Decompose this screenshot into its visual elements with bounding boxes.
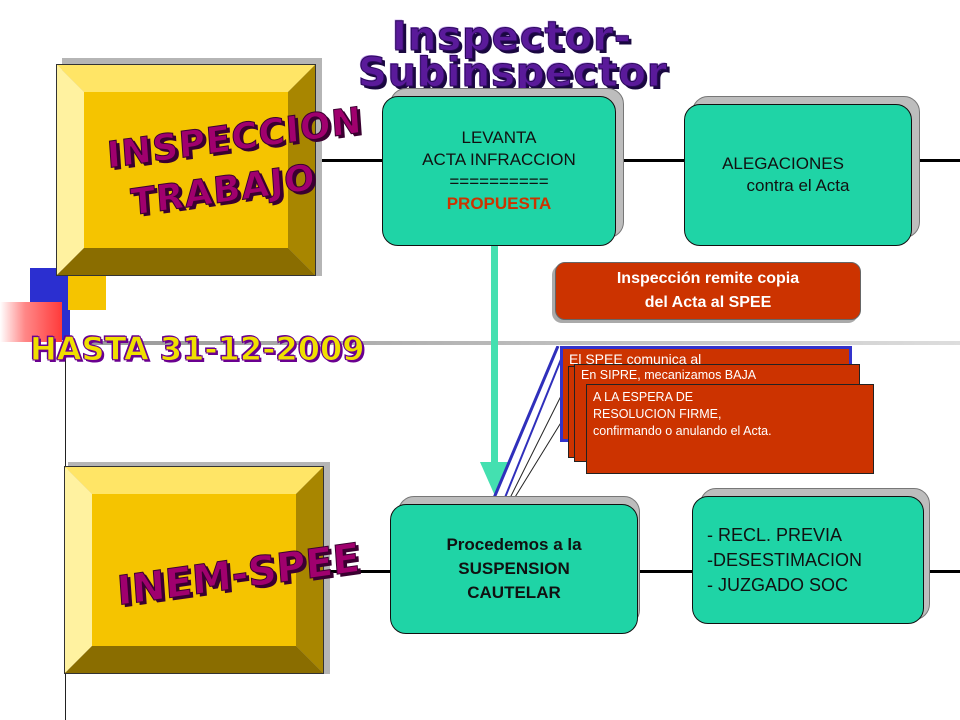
top-connector-3: [912, 159, 960, 162]
acta-line4: PROPUESTA: [446, 194, 552, 213]
suspension-line1: Procedemos a la: [446, 535, 582, 554]
decor-red-square: [0, 302, 62, 342]
suspension-line3: CAUTELAR: [467, 583, 561, 602]
bottom-connector-1: [322, 570, 392, 573]
remite-box: Inspección remite copia del Acta al SPEE: [555, 262, 861, 320]
alegaciones-line2: contra el Acta: [746, 176, 850, 195]
remite-line1: Inspección remite copia: [616, 270, 800, 287]
acta-box: LEVANTA ACTA INFRACCION ========== PROPU…: [382, 96, 616, 246]
inspeccion-box: [56, 64, 316, 276]
recl-line1: - RECL. PREVIA: [707, 524, 843, 545]
recl-box: - RECL. PREVIA -DESESTIMACION - JUZGADO …: [692, 496, 924, 624]
recl-line2: -DESESTIMACION: [707, 549, 863, 570]
hasta-label: HASTA 31-12-2009: [30, 330, 366, 369]
down-arrow-icon: [480, 246, 510, 496]
suspension-box: Procedemos a la SUSPENSION CAUTELAR: [390, 504, 638, 634]
acta-line2: ACTA INFRACCION: [422, 150, 576, 169]
acta-line3: ==========: [449, 172, 549, 191]
suspension-line2: SUSPENSION: [458, 559, 570, 578]
header-line1: Inspector-: [392, 14, 632, 61]
bottom-connector-3: [924, 570, 960, 573]
resolucion-line1: A LA ESPERA DE: [593, 390, 694, 404]
alegaciones-line1: ALEGACIONES: [722, 154, 844, 173]
recl-line3: - JUZGADO SOC: [707, 574, 849, 595]
alegaciones-box: ALEGACIONES contra el Acta: [684, 104, 912, 246]
resolucion-line2: RESOLUCION FIRME,: [593, 407, 722, 421]
resolucion-note: A LA ESPERA DE RESOLUCION FIRME, confirm…: [586, 384, 874, 474]
top-connector-1: [316, 159, 384, 162]
bottom-connector-2: [638, 570, 694, 573]
resolucion-line3: confirmando o anulando el Acta.: [593, 424, 772, 438]
remite-line2: del Acta al SPEE: [644, 294, 772, 311]
sipre-note-text: En SIPRE, mecanizamos BAJA: [581, 368, 757, 382]
divider-line: [90, 341, 960, 345]
spee-note-back-text: El SPEE comunica al: [569, 351, 702, 367]
inem-box: [64, 466, 324, 674]
top-connector-2: [616, 159, 686, 162]
acta-line1: LEVANTA: [461, 128, 537, 147]
